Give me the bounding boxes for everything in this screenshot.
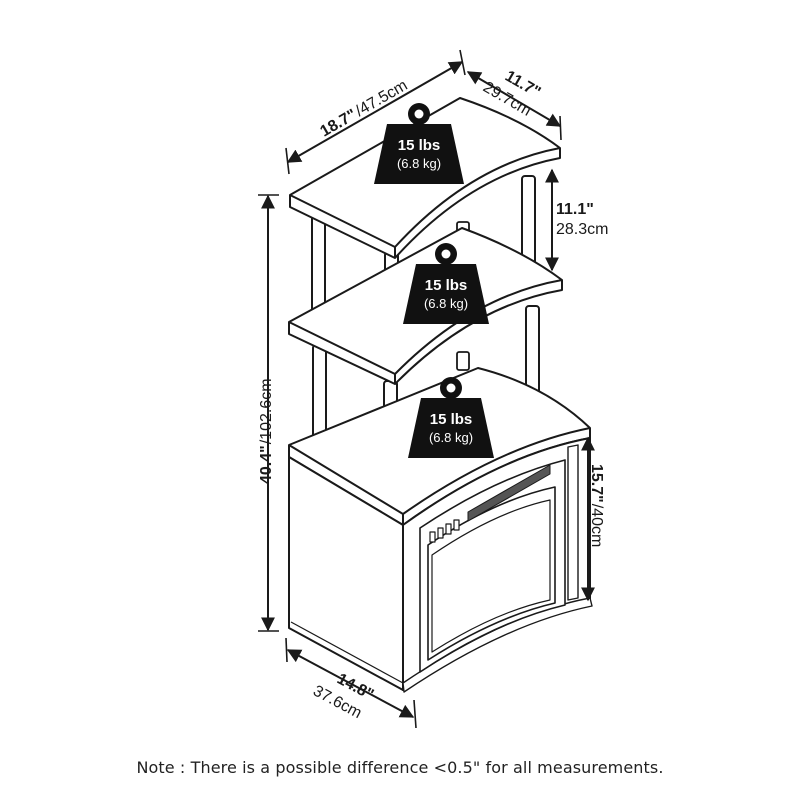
shelf-spacing-imperial: 11.1" [556,201,594,218]
cabinet-height-metric: /40cm [588,504,605,548]
shelf-spacing-metric: 28.3cm [556,221,608,238]
weight-badge-bottom: 15 lbs (6.8 kg) [408,377,494,458]
width-metric: /47.5cm [353,77,411,120]
weight-lbs-bottom: 15 lbs [430,411,473,428]
furniture-drawing [288,97,593,693]
depth-dimension-line [466,71,562,127]
width-dimension-line [286,61,464,163]
weight-kg-middle: (6.8 kg) [424,296,468,311]
right-posts [521,175,540,411]
weight-kg-bottom: (6.8 kg) [429,430,473,445]
svg-text:40.4"/102.6cm: 40.4"/102.6cm [258,378,275,484]
dimension-lines [258,49,595,729]
width-imperial: 18.7" [318,106,360,140]
base-width-dimension-line [286,649,415,718]
measurement-note: Note : There is a possible difference <0… [136,758,664,777]
cabinet-height-imperial: 15.7" [588,464,605,503]
total-height-imperial: 40.4" [258,445,275,484]
svg-text:15.7"/40cm: 15.7"/40cm [588,464,605,547]
weight-lbs-middle: 15 lbs [425,277,468,294]
weight-kg-top: (6.8 kg) [397,156,441,171]
weight-badge-middle: 15 lbs (6.8 kg) [403,243,489,324]
weight-lbs-top: 15 lbs [398,137,441,154]
total-height-metric: /102.6cm [258,378,275,444]
